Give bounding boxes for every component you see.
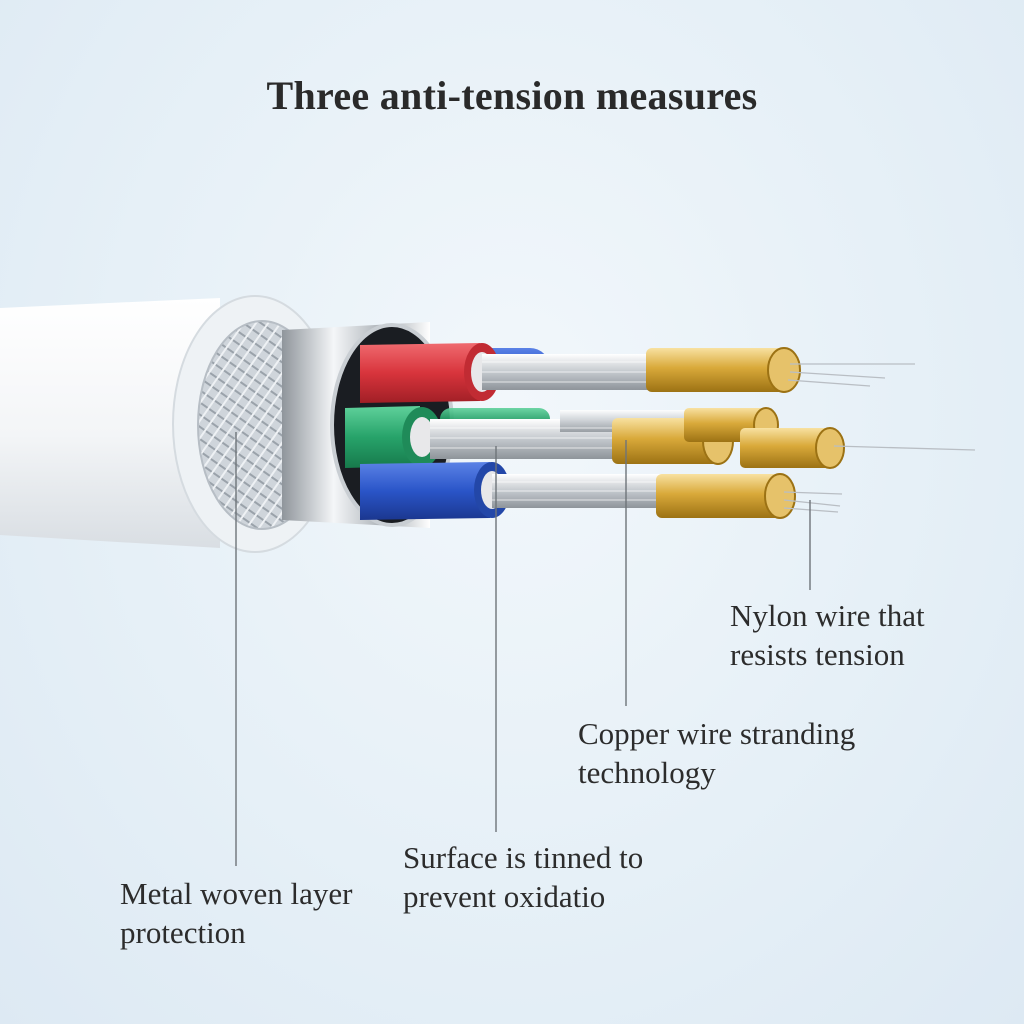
label-nylon-wire: Nylon wire that resists tension: [730, 596, 925, 674]
label-metal-line2: protection: [120, 915, 246, 950]
nylon-wires: [783, 363, 976, 513]
label-copper-stranding: Copper wire stranding technology: [578, 714, 855, 792]
label-nylon-line1: Nylon wire that: [730, 598, 925, 633]
tinned-strands: [430, 354, 690, 508]
label-tinned-line1: Surface is tinned to: [403, 840, 644, 875]
diagram-title: Three anti-tension measures: [266, 73, 758, 118]
label-copper-line1: Copper wire stranding: [578, 716, 856, 751]
label-metal-line1: Metal woven layer: [120, 876, 353, 911]
label-metal-woven: Metal woven layer protection: [120, 874, 352, 952]
copper-conductors: [612, 347, 845, 519]
red-insulation: [360, 343, 500, 403]
label-tinned-line2: prevent oxidatio: [403, 879, 606, 914]
leader-lines: [235, 432, 811, 866]
label-copper-line2: technology: [578, 755, 716, 790]
blue-insulation: [360, 462, 510, 520]
label-tinned-surface: Surface is tinned to prevent oxidatio: [403, 838, 643, 916]
label-nylon-line2: resists tension: [730, 637, 905, 672]
